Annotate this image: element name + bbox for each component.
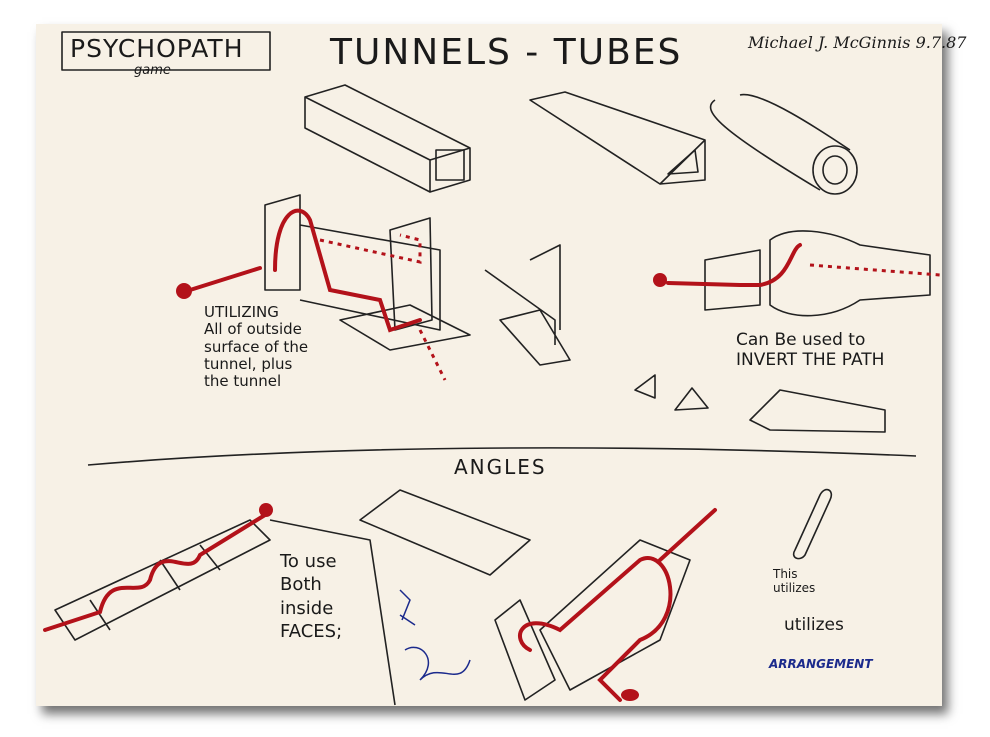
corner-tunnel-drawing	[494, 508, 717, 702]
signature: Michael J. McGinnis 9.7.87	[748, 33, 967, 52]
l-shape-drawing	[484, 244, 571, 366]
arrangement-note: ARRANGEMENT	[769, 657, 873, 671]
zigzag-angle-drawing	[43, 503, 273, 641]
triangle-tube-drawing	[529, 91, 706, 185]
utilizing-note: UTILIZING All of outside surface of the …	[204, 303, 309, 390]
roof-angle-drawing	[359, 489, 531, 576]
this-utilizes-note: This utilizes	[773, 567, 816, 595]
game-title: PSYCHOPATH	[70, 34, 244, 63]
note-border-line	[269, 519, 396, 706]
tunnel-path-drawing	[176, 194, 471, 381]
invert-tube-drawing	[634, 230, 941, 433]
sketch-paper: PSYCHOPATH game TUNNELS - TUBES Michael …	[36, 24, 966, 706]
title-box	[61, 31, 271, 71]
to-use-note: To use Both inside FACES;	[280, 551, 343, 643]
sketch-drawings	[43, 31, 941, 706]
angles-heading: ANGLES	[454, 455, 547, 479]
divider-line	[87, 447, 917, 466]
invert-note: Can Be used to INVERT THE PATH	[736, 330, 885, 370]
blue-scribble	[399, 589, 471, 681]
round-tube-drawing	[709, 93, 858, 195]
paperclip-icon	[792, 488, 833, 560]
game-subtitle: game	[134, 63, 171, 78]
page-title: TUNNELS - TUBES	[330, 32, 683, 73]
utilizes-note: utilizes	[784, 615, 844, 635]
square-tube-drawing	[304, 84, 471, 193]
